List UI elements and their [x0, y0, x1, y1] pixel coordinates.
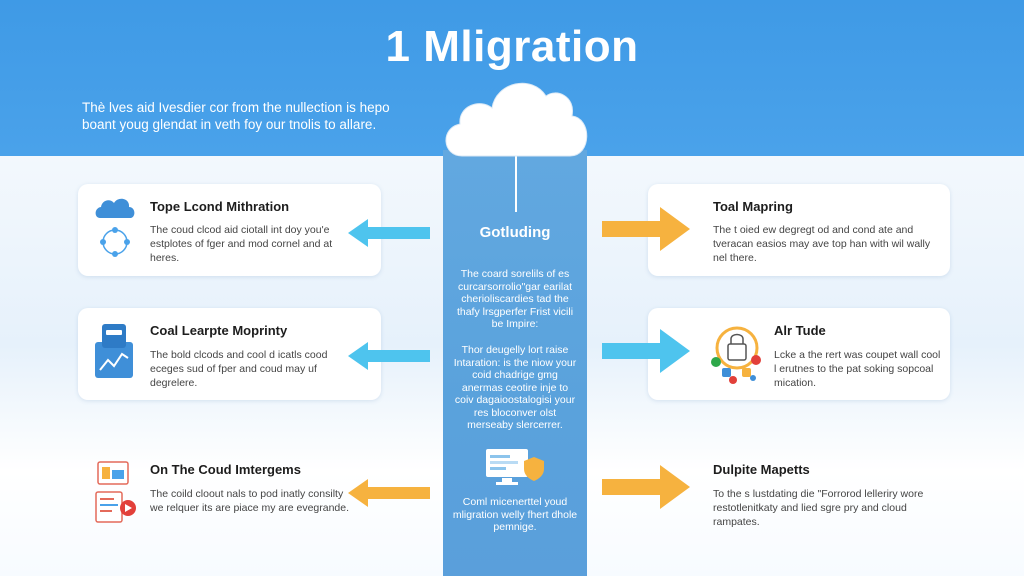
page-title: 1 Mligration	[385, 22, 639, 71]
left-item-3-title: On The Coud Imtergems	[150, 462, 301, 477]
left-item-3-desc: The coild cloout nals to pod inatly cons…	[150, 488, 350, 514]
center-text-1: The coard sorelils of es curcarsorrolio"…	[456, 268, 574, 330]
arrow-right-3	[602, 465, 690, 509]
intro-text: Thè lves aid Ivesdier cor from the nulle…	[82, 100, 390, 132]
center-column	[443, 150, 587, 576]
monitor-shield-icon	[486, 449, 544, 485]
right-card-1	[648, 184, 950, 276]
center-title: Gotluding	[479, 224, 551, 241]
arrow-left-3	[348, 479, 430, 507]
right-card-2	[648, 308, 950, 400]
cloud-connector-line	[515, 150, 517, 212]
right-item-2-title: Alr Tude	[774, 323, 826, 338]
cloud-icon	[445, 82, 588, 157]
arrow-left-2	[348, 342, 430, 370]
right-item-2-desc: Lcke a the rert was coupet wall cool l e…	[774, 349, 941, 389]
center-text-2: Thor deugelly lort raise Intaration: is …	[453, 344, 577, 431]
center-text-3: Coml micenerttel youd mligration welly f…	[452, 496, 578, 533]
arrow-right-1	[602, 207, 690, 251]
left-item-2-desc: The bold clcods and cool d icatls cood e…	[150, 349, 328, 389]
arrow-left-1	[348, 219, 430, 247]
security-lock-icon	[711, 326, 761, 384]
left-item-1-title: Tope Lcond Mithration	[150, 199, 290, 214]
right-item-3-desc: To the s lustdating die "Forrorod leller…	[713, 488, 924, 528]
left-item-1-desc: The coud clcod aid ciotall int doy you'e…	[150, 224, 333, 264]
right-item-3-title: Dulpite Mapetts	[713, 462, 810, 477]
arrow-right-2	[602, 329, 690, 373]
cloud-network-icon	[95, 198, 135, 257]
left-item-2-title: Coal Learpte Moprinty	[150, 323, 288, 338]
media-document-icon	[95, 461, 136, 523]
left-card-1	[78, 184, 381, 276]
right-item-1-title: Toal Mapring	[713, 199, 793, 214]
document-chart-icon	[95, 324, 133, 378]
right-item-1-desc: The t oied ew degregt od and cond ate an…	[713, 224, 931, 264]
